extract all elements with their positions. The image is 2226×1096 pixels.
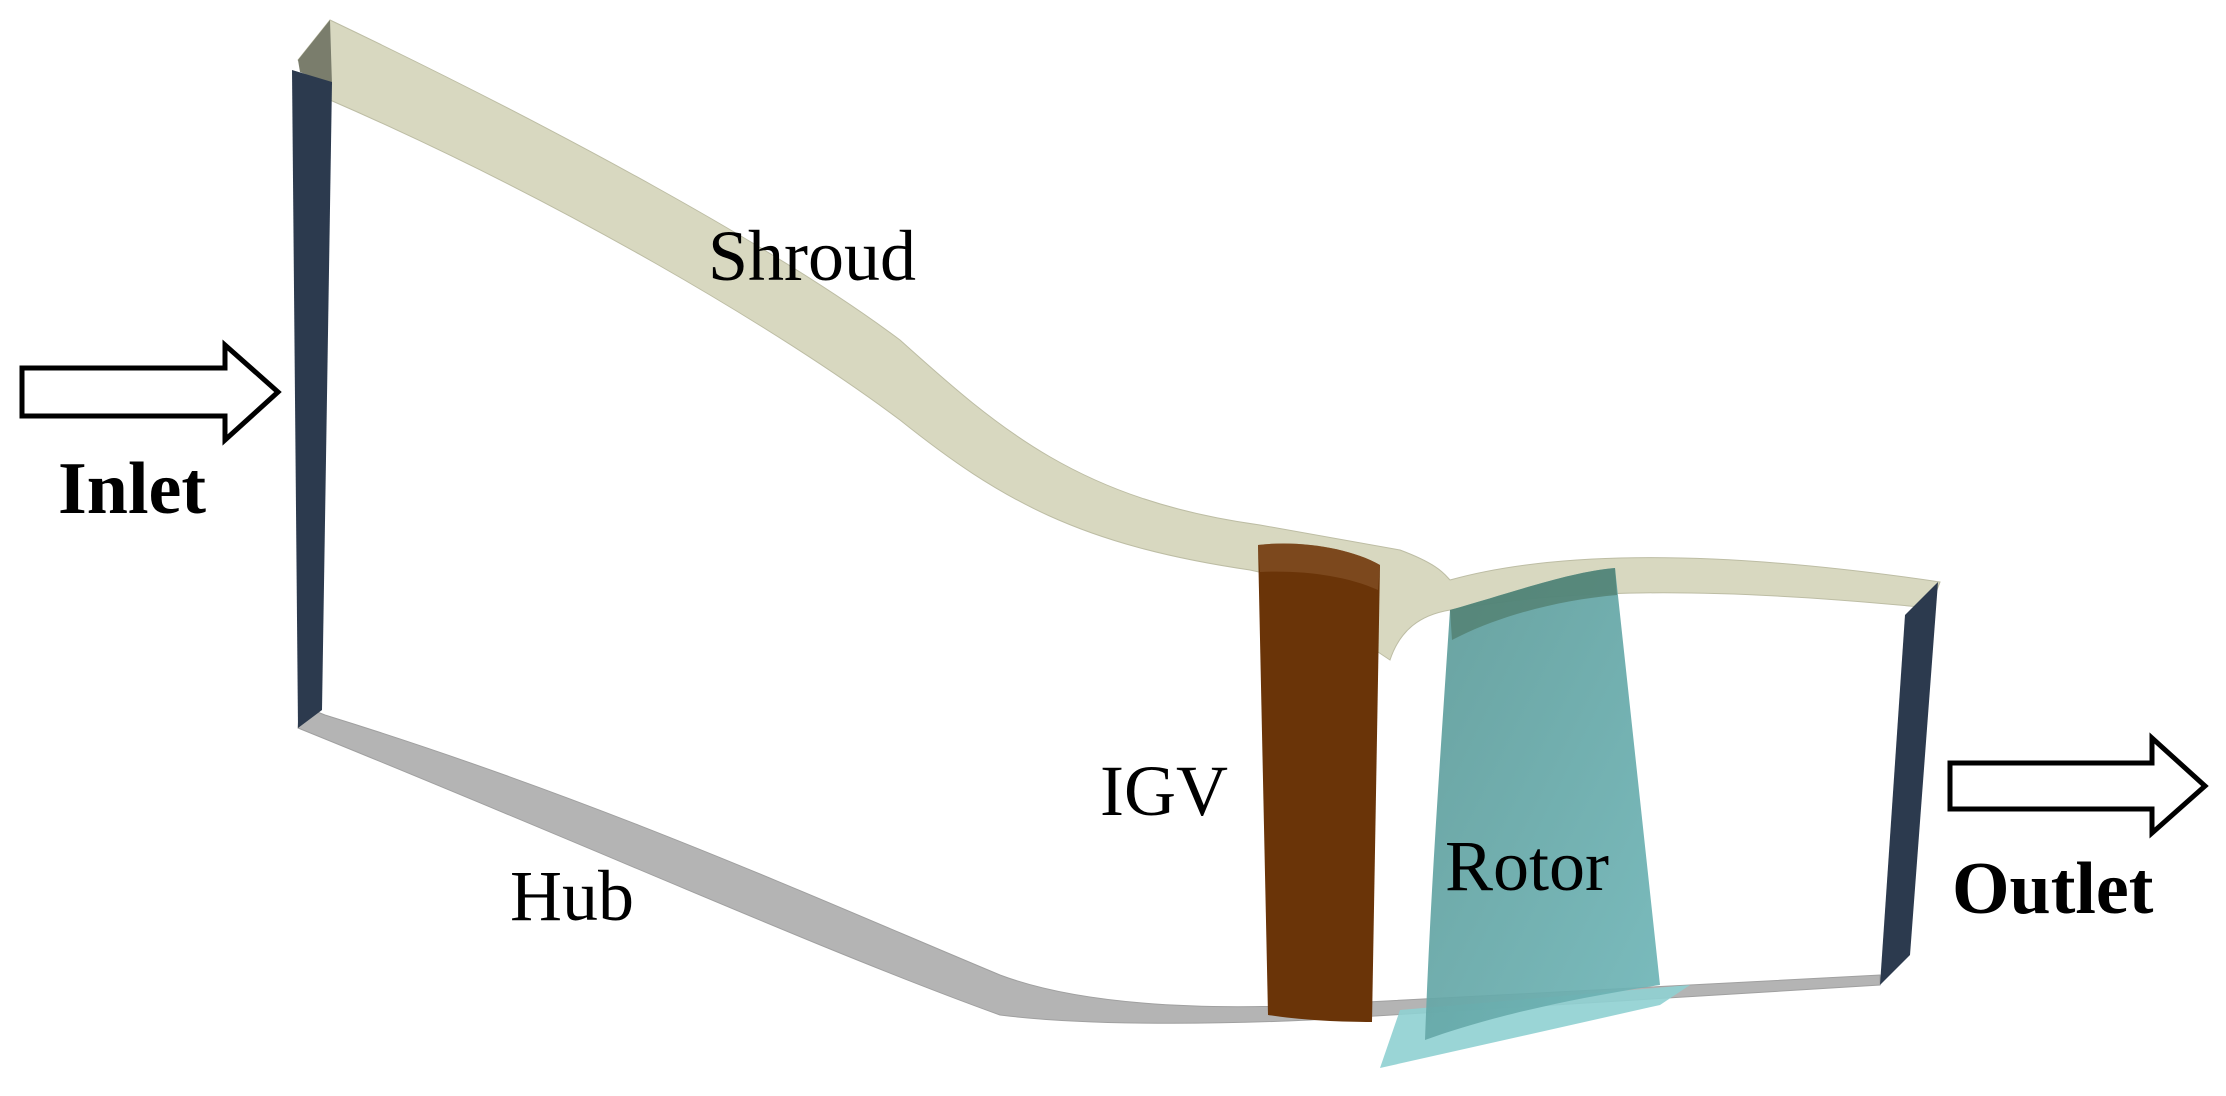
inlet-face <box>292 70 332 728</box>
rotor-blade-tip <box>1450 568 1617 640</box>
rotor-blade <box>1425 568 1660 1040</box>
outlet-arrow-icon <box>1947 732 2209 839</box>
inlet-arrow-icon <box>19 339 282 446</box>
hub-label: Hub <box>510 856 634 936</box>
shroud-inlet-cap <box>298 20 332 85</box>
shroud-label: Shroud <box>708 216 917 296</box>
igv-blade <box>1258 543 1380 1022</box>
rotor-label: Rotor <box>1445 826 1610 906</box>
igv-label: IGV <box>1100 751 1228 831</box>
shroud-surface <box>297 19 1941 661</box>
outlet-face <box>1880 582 1938 985</box>
inlet-label: Inlet <box>58 448 206 530</box>
igv-blade-tip <box>1258 543 1380 590</box>
outlet-label: Outlet <box>1952 848 2154 930</box>
